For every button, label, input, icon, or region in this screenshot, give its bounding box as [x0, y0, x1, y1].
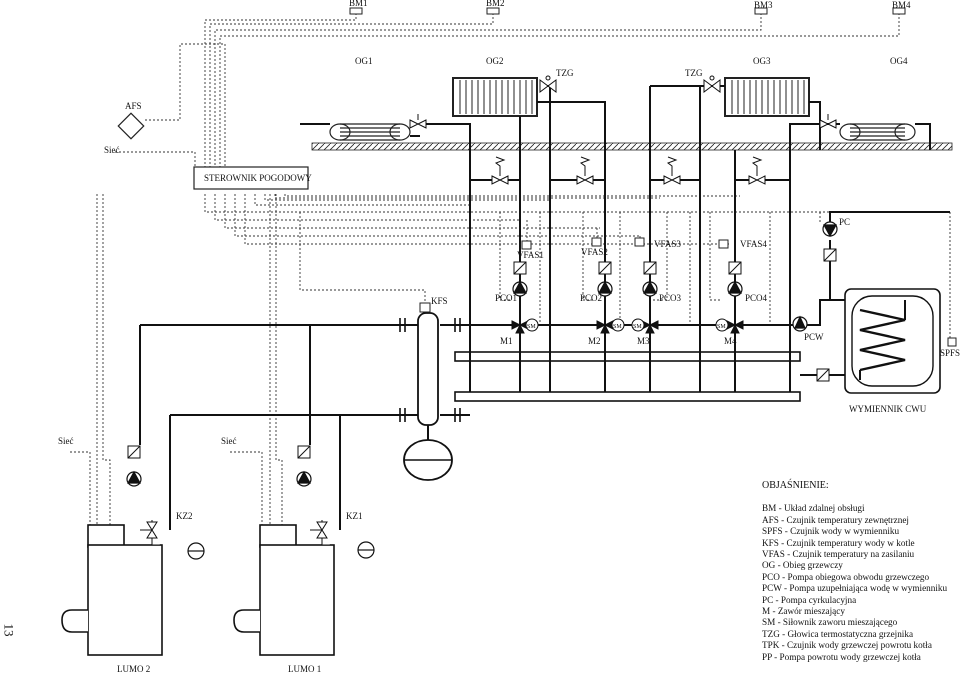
pco2-label: PCO2 — [580, 293, 602, 303]
vfas2-label: VFAS2 — [581, 247, 608, 257]
tzg-valve-left-icon — [539, 75, 557, 93]
spfs-label: SPFS — [940, 348, 960, 358]
pressure-gauges — [187, 541, 375, 560]
legend-item: SM - Siłownik zaworu mieszającego — [762, 617, 898, 628]
pco3-label: PCO3 — [659, 293, 682, 303]
underfloor-coil-og1 — [329, 123, 411, 141]
bm1-label: BM1 — [349, 0, 368, 8]
expansion-vessel-icon — [403, 425, 453, 481]
bm4-label: BM4 — [892, 0, 911, 10]
legend-item: AFS - Czujnik temperatury zewnętrznej — [762, 514, 909, 525]
sm-actuators — [525, 318, 729, 332]
sm3-label: SM — [633, 324, 642, 330]
bm2-label: BM2 — [486, 0, 505, 8]
tzg-left-label: TZG — [556, 68, 574, 78]
bm3-label: BM3 — [754, 0, 773, 10]
bm-modules — [349, 7, 906, 15]
pco1-label: PCO1 — [495, 293, 517, 303]
radiator-og3 — [724, 77, 810, 117]
header-risers — [469, 340, 791, 392]
m1-label: M1 — [500, 336, 513, 346]
page-number: 13 — [1, 623, 17, 637]
vfas3-label: VFAS3 — [654, 239, 681, 249]
kfs-label: KFS — [431, 296, 448, 306]
m4-label: M4 — [724, 336, 737, 346]
pcw-label: PCW — [804, 332, 824, 342]
boiler-lumo1 — [233, 524, 335, 656]
siec-top-label: Sieć — [104, 145, 120, 155]
sm1-label: SM — [527, 324, 536, 330]
sm2-label: SM — [613, 324, 622, 330]
pumps — [126, 221, 838, 487]
tzg-valve-right-icon — [703, 75, 721, 93]
legend-item: PP - Pompa powrotu wody grzewczej kotła — [762, 651, 921, 662]
legend-item: VFAS - Czujnik temperatury na zasilaniu — [762, 549, 915, 560]
m2-label: M2 — [588, 336, 601, 346]
legend-item: KFS - Czujnik temperatury wody w kotle — [762, 537, 915, 548]
legend-item: SPFS - Czujnik wody w wymienniku — [762, 526, 900, 537]
supply-header — [454, 351, 801, 362]
pipework — [139, 85, 950, 530]
lumo1-label: LUMO 1 — [288, 664, 321, 673]
hot-water-exchanger — [844, 288, 941, 394]
m3-label: M3 — [637, 336, 650, 346]
vfas4-label: VFAS4 — [740, 239, 767, 249]
og3-label: OG3 — [753, 56, 771, 66]
legend-item: TZG - Głowica termostatyczna grzejnika — [762, 628, 914, 639]
flanges — [399, 318, 461, 422]
kz2-label: KZ2 — [176, 511, 193, 521]
vfas1-label: VFAS1 — [517, 250, 544, 260]
weather-controller — [193, 166, 309, 190]
legend-item: PCO - Pompa obiegowa obwodu grzewczego — [762, 571, 930, 582]
kz1-label: KZ1 — [346, 511, 363, 521]
floor-valves — [409, 114, 837, 129]
lumo2-label: LUMO 2 — [117, 664, 150, 673]
underfloor-coil-og4 — [839, 123, 916, 141]
safety-valves — [140, 520, 330, 546]
mixing-valves — [511, 320, 744, 334]
spfs-sensor — [947, 337, 957, 347]
controller-label: STEROWNIK POGODOWY — [204, 173, 312, 183]
return-header — [454, 391, 801, 402]
check-valves — [127, 248, 837, 459]
og4-label: OG4 — [890, 56, 908, 66]
legend-item: TPK - Czujnik wody grzewczej powrotu kot… — [762, 640, 932, 651]
sm4-label: SM — [717, 324, 726, 330]
tzg-right-label: TZG — [685, 68, 703, 78]
afs-sensor-icon — [117, 112, 145, 140]
legend-item: OG - Obieg grzewczy — [762, 560, 843, 571]
legend-item: M - Zawór mieszający — [762, 606, 845, 617]
balancing-valves — [491, 156, 766, 185]
legend-title: OBJAŚNIENIE: — [762, 480, 829, 491]
hydraulic-separator — [417, 312, 439, 426]
afs-label: AFS — [125, 101, 142, 111]
pc-label: PC — [839, 217, 850, 227]
legend-item: BM - Układ zdalnej obsługi — [762, 503, 865, 514]
pco4-label: PCO4 — [745, 293, 768, 303]
siec-mid-label: Sieć — [221, 436, 237, 446]
legend-item: PC - Pompa cyrkulacyjna — [762, 594, 857, 605]
legend: OBJAŚNIENIE: BM - Układ zdalnej obsługi … — [762, 480, 958, 663]
kfs-sensor — [419, 302, 431, 313]
og2-label: OG2 — [486, 56, 504, 66]
floor-line — [311, 142, 953, 151]
radiator-og2 — [452, 77, 538, 117]
exchanger-label: WYMIENNIK CWU — [849, 404, 927, 414]
boiler-lumo2 — [61, 524, 163, 656]
signal-wires — [70, 13, 951, 525]
siec-left-label: Sieć — [58, 436, 74, 446]
legend-item: PCW - Pompa uzupełniająca wodę w wymienn… — [762, 583, 948, 594]
og1-label: OG1 — [355, 56, 373, 66]
vfas-sensors — [521, 237, 729, 250]
